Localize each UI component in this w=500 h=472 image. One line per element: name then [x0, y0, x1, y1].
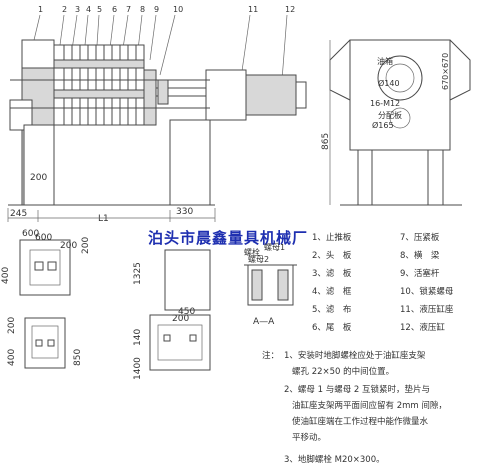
note-line-5: 使油缸座端在工作过程中能作微量水: [292, 416, 429, 427]
section-label: A—A: [253, 317, 275, 327]
note-line-1: 1、安装时地脚螺栓应处于油缸座支架: [284, 350, 426, 361]
nut2-label: 螺母2: [248, 254, 269, 264]
part-label-8: 8: [140, 5, 145, 14]
670-label: 670×670: [441, 53, 450, 90]
dim-330: 330: [176, 207, 193, 217]
part-label-12: 12: [285, 5, 295, 14]
svg-text:7、压紧板: 7、压紧板: [400, 232, 440, 243]
part-label-9: 9: [154, 5, 159, 14]
foundation-left-plan: [19, 239, 71, 296]
side-beam-upper: [53, 59, 145, 69]
dim-450: 450: [178, 307, 195, 317]
dim-b400: 400: [7, 349, 17, 366]
svg-text:12、液压缸: 12、液压缸: [400, 322, 445, 333]
dim-400: 400: [1, 267, 11, 284]
lock-nut: [157, 79, 169, 105]
svg-text:5、滤 布: 5、滤 布: [312, 304, 351, 315]
part-label-10: 10: [173, 5, 183, 14]
nut1-label: 螺母1: [264, 242, 285, 252]
note-line-7: 3、地脚螺栓 M20×300。: [284, 454, 385, 465]
notes-title: 注：: [262, 350, 279, 361]
dim-865: 865: [321, 133, 331, 150]
dim-1325: 1325: [133, 262, 143, 285]
part-label-5: 5: [97, 5, 102, 14]
foundation-bottom: 200 400 850: [7, 317, 83, 369]
svg-text:4、滤 框: 4、滤 框: [312, 286, 352, 297]
part-label-3: 3: [75, 5, 80, 14]
dim-245: 245: [10, 209, 27, 219]
inner-circle: [385, 63, 415, 93]
hydraulic-cylinder: [245, 74, 297, 116]
part-label-1: 1: [38, 5, 43, 14]
dim-m200: 200: [172, 314, 189, 324]
dim-1400: 1400: [133, 357, 143, 380]
note-line-3: 2、螺母 1 与螺母 2 互锁紧时，垫片与: [284, 384, 430, 395]
part-label-2: 2: [62, 5, 67, 14]
foundation-mid-lower: [149, 314, 211, 371]
foundation-left-inner: [29, 249, 61, 286]
pressing-plate: [143, 69, 157, 126]
watermark-text: 泊头市晨鑫量具机械厂: [148, 229, 308, 247]
cylinder-seat: [205, 69, 247, 121]
phi165-label: Ø165: [372, 120, 394, 130]
oil-label: 油箱: [377, 56, 393, 66]
rear-leg: [169, 119, 211, 206]
end-view: 油箱 Ø140 16-M12 Ø165 分配板 670×670 865: [321, 39, 471, 206]
foundation-mid: 450 200 1325 140 1400: [133, 249, 211, 380]
phi140-label: Ø140: [378, 78, 400, 88]
main-dim-lines: [7, 208, 216, 222]
svg-text:2、头 板: 2、头 板: [312, 250, 352, 261]
note-line-2: 螺孔 22×50 的中间位置。: [292, 366, 394, 377]
front-leg: [23, 124, 55, 206]
dim-140: 140: [133, 329, 143, 346]
left-wing: [329, 39, 351, 101]
plate-label: 分配板: [378, 110, 402, 120]
part-label-11: 11: [248, 5, 258, 14]
dim-200a: 200: [60, 241, 77, 251]
svg-text:6、尾 板: 6、尾 板: [312, 322, 352, 333]
bolts-label: 16-M12: [370, 99, 400, 108]
main-side-view: 1 2 3 4 5 6 7 8 9 10 11 12: [7, 5, 307, 224]
section-a-a: 螺栓 螺母1 螺母2 A—A: [244, 242, 297, 327]
part-label-7: 7: [126, 5, 131, 14]
legend-col-1: 1、止推板 2、头 板 3、滤 板 4、滤 框 5、滤 布 6、尾 板: [312, 232, 352, 333]
svg-text:1、止推板: 1、止推板: [312, 232, 352, 243]
right-wing: [449, 39, 471, 101]
end-frame: [357, 149, 444, 206]
svg-text:11、液压缸座: 11、液压缸座: [400, 304, 454, 315]
side-beam-lower: [53, 89, 145, 99]
thrust-plate-top: [21, 39, 55, 69]
part-number-labels: 1 2 3 4 5 6 7 8 9 10 11 12: [38, 5, 295, 14]
dim-200: 200: [30, 173, 47, 183]
part-label-6: 6: [112, 5, 117, 14]
dim-b200: 200: [7, 317, 17, 334]
foundation-bottom-plan: [24, 317, 66, 369]
dim-200b: 200: [81, 237, 91, 254]
filter-plates: [63, 45, 137, 125]
foundation-mid-upper: [164, 249, 211, 311]
lower-circle: [389, 107, 411, 129]
notes-block: 注： 1、安装时地脚螺栓应处于油缸座支架 螺孔 22×50 的中间位置。 2、螺…: [262, 350, 447, 465]
svg-text:9、活塞杆: 9、活塞杆: [400, 268, 440, 279]
dim-L1: L1: [98, 214, 109, 224]
note-line-6: 平移动。: [292, 432, 326, 443]
filter-pack: [53, 44, 145, 126]
bolt-label: 螺栓: [244, 247, 260, 257]
center-circle: [377, 55, 423, 101]
dim-600a: 600: [22, 229, 39, 239]
foundation-left: 600 200 600 400 200: [1, 229, 91, 296]
dim-b850: 850: [73, 349, 83, 366]
dim-600b: 600: [35, 233, 52, 243]
parts-legend: 1、止推板 2、头 板 3、滤 板 4、滤 框 5、滤 布 6、尾 板 7、压紧…: [312, 232, 454, 333]
part-label-4: 4: [86, 5, 91, 14]
svg-text:8、横 梁: 8、横 梁: [400, 250, 440, 261]
legend-col-2: 7、压紧板 8、横 梁 9、活塞杆 10、锁紧螺母 11、液压缸座 12、液压缸: [400, 232, 454, 333]
svg-text:10、锁紧螺母: 10、锁紧螺母: [400, 286, 453, 297]
svg-text:3、滤 板: 3、滤 板: [312, 268, 352, 279]
note-line-4: 油缸座支架两平面间应留有 2mm 间隙，: [292, 400, 447, 411]
cylinder-end-cap: [295, 81, 307, 109]
leader-lines: [33, 14, 288, 86]
